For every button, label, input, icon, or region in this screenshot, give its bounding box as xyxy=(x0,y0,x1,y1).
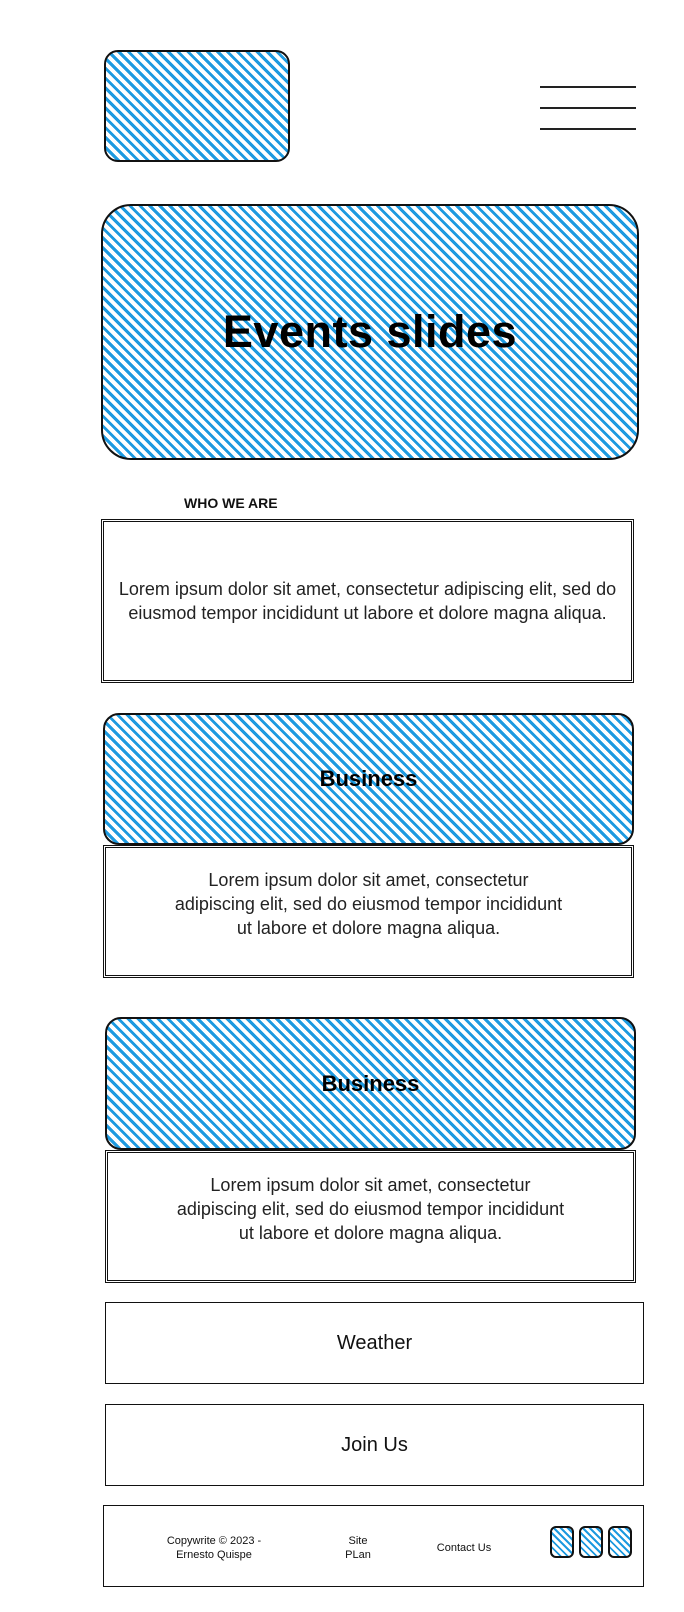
hamburger-menu-icon[interactable] xyxy=(540,86,636,130)
menu-line xyxy=(540,128,636,130)
social-icon[interactable] xyxy=(550,1526,574,1558)
menu-line xyxy=(540,86,636,88)
contact-us-link[interactable]: Contact Us xyxy=(436,1542,492,1554)
social-icon[interactable] xyxy=(579,1526,603,1558)
join-us-button[interactable]: Join Us xyxy=(105,1404,644,1486)
who-we-are-heading: WHO WE ARE xyxy=(184,495,278,511)
hero-title: Events slides xyxy=(222,306,518,357)
events-slider[interactable]: Events slides xyxy=(101,204,639,460)
business-body: Lorem ipsum dolor sit amet, consectetur … xyxy=(174,870,563,938)
social-icon[interactable] xyxy=(608,1526,632,1558)
business-body: Lorem ipsum dolor sit amet, consectetur … xyxy=(176,1175,565,1243)
business-title: Business xyxy=(321,1070,420,1096)
site-plan-link[interactable]: Site PLan xyxy=(345,1535,371,1561)
business-text-box: Lorem ipsum dolor sit amet, consectetur … xyxy=(103,845,634,978)
weather-label: Weather xyxy=(336,1331,413,1354)
weather-button[interactable]: Weather xyxy=(105,1302,644,1384)
who-we-are-body: Lorem ipsum dolor sit amet, consectetur … xyxy=(118,579,617,623)
business-title: Business xyxy=(319,766,418,791)
copyright-text: Copywrite © 2023 - Ernesto Quispe xyxy=(166,1535,262,1561)
logo-placeholder[interactable] xyxy=(104,50,290,162)
business-card-banner[interactable]: Business xyxy=(103,713,634,845)
business-card-banner[interactable]: Business xyxy=(105,1017,636,1150)
join-us-label: Join Us xyxy=(341,1433,408,1456)
business-text-box: Lorem ipsum dolor sit amet, consectetur … xyxy=(105,1150,636,1283)
who-we-are-text-box: Lorem ipsum dolor sit amet, consectetur … xyxy=(101,519,634,683)
menu-line xyxy=(540,107,636,109)
